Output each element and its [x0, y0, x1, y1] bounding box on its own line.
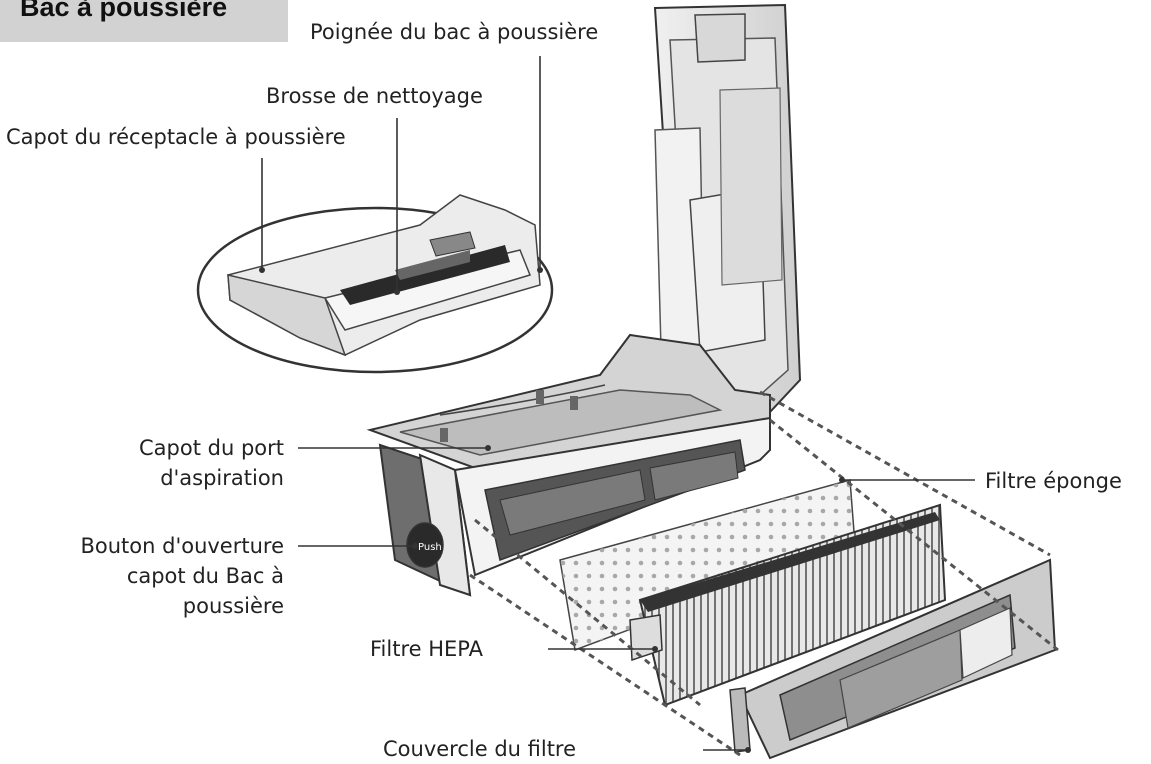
label-filter-cover: Couvercle du filtre: [383, 737, 577, 761]
label-open-button: Bouton d'ouverture capot du Bac à poussi…: [80, 534, 284, 618]
label-hepa-filter: Filtre HEPA: [370, 637, 483, 661]
leader-lines: [261, 56, 975, 751]
section-title-tab: Bac à poussière: [0, 0, 288, 42]
dust-bin-body: Push: [366, 333, 771, 597]
magnified-inset: [196, 194, 554, 374]
hepa-filter-part: [629, 503, 947, 707]
svg-text:Push: Push: [418, 542, 442, 553]
leader-dots: [259, 267, 845, 753]
filter-cover-part: [729, 558, 1057, 760]
alignment-dashed-lines: [469, 390, 1059, 757]
section-title: Bac à poussière: [20, 0, 228, 22]
label-brush: Brosse de nettoyage: [266, 84, 483, 108]
dust-bin-lid: [653, 3, 802, 413]
label-sponge-filter: Filtre éponge: [985, 469, 1122, 493]
label-receptacle-cover: Capot du réceptacle à poussière: [6, 125, 346, 149]
label-suction-port-cover: Capot du port d'aspiration: [139, 436, 284, 490]
label-handle: Poignée du bac à poussière: [310, 20, 599, 44]
